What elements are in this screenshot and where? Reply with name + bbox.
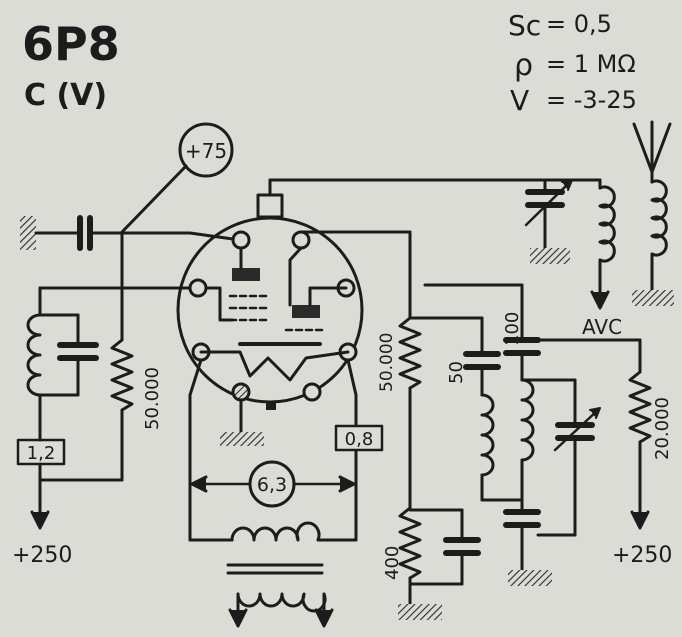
tube-envelope bbox=[176, 216, 364, 404]
supply-right-label: +250 bbox=[612, 543, 672, 568]
parameter-block: Sc = 0,5 ρ = 1 MΩ V = -3-25 bbox=[508, 9, 637, 117]
tube-pin bbox=[231, 230, 251, 250]
tube-anode-right bbox=[292, 305, 320, 318]
transformer-primary bbox=[230, 521, 321, 542]
rho-value: = 1 MΩ bbox=[546, 50, 636, 78]
anode-resistor bbox=[398, 316, 422, 390]
ground-icon bbox=[530, 248, 570, 264]
arrow-down-icon bbox=[314, 608, 334, 628]
avc-coil bbox=[598, 185, 616, 263]
arrow-down-icon bbox=[228, 608, 248, 628]
tube-pin bbox=[188, 278, 208, 298]
avc-label: AVC bbox=[582, 315, 622, 339]
sc-label: Sc bbox=[508, 9, 541, 42]
ground-icon bbox=[220, 432, 264, 446]
tube-type-title: 6P8 bbox=[22, 17, 120, 71]
v-value: = -3-25 bbox=[546, 86, 637, 114]
tank-coil-left bbox=[26, 313, 42, 397]
tube-pin bbox=[302, 382, 322, 402]
screen-voltage-circle bbox=[178, 122, 234, 178]
tank-coil-right bbox=[520, 378, 535, 462]
transformer-secondary bbox=[236, 592, 327, 613]
right-resistor-label: 20.000 bbox=[652, 397, 673, 460]
cathode-resistor-label: 400 bbox=[382, 546, 403, 580]
antenna-coil bbox=[650, 179, 668, 257]
tube-anode-left bbox=[232, 268, 260, 281]
arrow-down-icon bbox=[630, 510, 650, 530]
tube-heater bbox=[199, 350, 350, 382]
anode-resistor-label: 50.000 bbox=[377, 333, 397, 392]
ma-right-label: 0,8 bbox=[345, 429, 374, 450]
ground-icon bbox=[508, 570, 552, 586]
right-resistor bbox=[628, 370, 652, 444]
ground-icon bbox=[398, 604, 442, 620]
tube-class-label: C (V) bbox=[24, 78, 107, 113]
rho-label: ρ bbox=[514, 48, 533, 83]
arrow-down-icon bbox=[30, 510, 50, 530]
arrow-down-icon bbox=[590, 290, 610, 310]
heater-voltage-circle bbox=[248, 460, 296, 508]
grid-resistor bbox=[110, 338, 134, 412]
variable-capacitor-icon bbox=[561, 179, 573, 191]
tube-pin bbox=[291, 230, 311, 250]
coupling-coil-50 bbox=[480, 393, 495, 477]
heater-voltage-label: 6,3 bbox=[257, 474, 287, 496]
tube-top-cap bbox=[256, 193, 284, 219]
coupling-100-label: 100 bbox=[502, 312, 523, 346]
coupling-50-label: 50 bbox=[446, 361, 467, 384]
cathode-resistor bbox=[398, 506, 422, 580]
tube-pin bbox=[231, 382, 251, 402]
v-label: V bbox=[510, 84, 529, 117]
ground-icon bbox=[632, 290, 674, 306]
tube-grids bbox=[228, 294, 324, 332]
ma-left-label: 1,2 bbox=[27, 443, 56, 464]
antenna-icon bbox=[632, 120, 672, 174]
grid-resistor-label: 50.000 bbox=[142, 367, 163, 430]
screen-voltage-label: +75 bbox=[185, 139, 227, 163]
sc-value: = 0,5 bbox=[546, 10, 612, 38]
ground-icon bbox=[20, 216, 36, 250]
supply-left-label: +250 bbox=[12, 543, 72, 568]
variable-capacitor-icon bbox=[589, 407, 601, 419]
ma-meter-right bbox=[334, 424, 384, 452]
